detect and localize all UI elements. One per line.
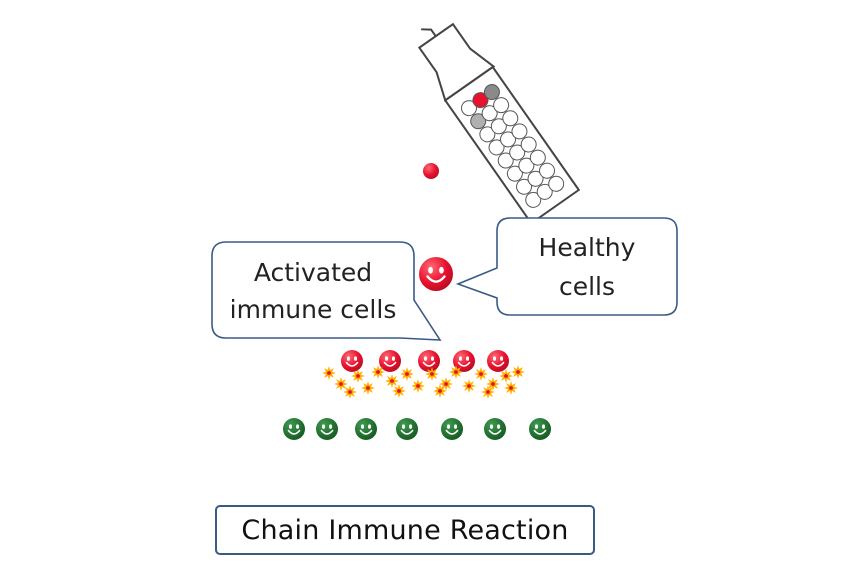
explosion-icon bbox=[499, 369, 513, 383]
explosion-icon bbox=[511, 365, 525, 379]
vial-cell bbox=[548, 175, 565, 192]
explosion-icon bbox=[474, 367, 488, 381]
explosion-icon bbox=[411, 379, 425, 393]
activated-cell-large bbox=[419, 257, 453, 291]
callout-healthy-line1: Healthy bbox=[539, 233, 636, 262]
callout-activated-line1: Activated bbox=[254, 258, 372, 287]
explosion-icon bbox=[392, 384, 406, 398]
vial-cell bbox=[511, 123, 528, 140]
healthy-cell bbox=[396, 418, 418, 440]
callout-healthy-line2: cells bbox=[559, 272, 615, 301]
explosion-icon bbox=[371, 365, 385, 379]
activated-cell bbox=[418, 350, 440, 372]
callout-activated-line2: immune cells bbox=[230, 295, 397, 324]
activated-cell bbox=[341, 350, 363, 372]
explosion-icon bbox=[400, 367, 414, 381]
healthy-cell bbox=[441, 418, 463, 440]
explosion-icon bbox=[504, 381, 518, 395]
explosion-icon bbox=[385, 374, 399, 388]
vial-cell bbox=[502, 110, 519, 127]
callout-healthy: Healthy cells bbox=[455, 217, 678, 316]
explosion-icon bbox=[351, 369, 365, 383]
explosion-icon bbox=[322, 366, 336, 380]
explosion-icon bbox=[486, 377, 500, 391]
caption-text: Chain Immune Reaction bbox=[241, 514, 569, 546]
explosion-icon bbox=[343, 385, 357, 399]
explosion-icon bbox=[449, 365, 463, 379]
red-droplet bbox=[423, 163, 439, 179]
explosion-icon bbox=[334, 377, 348, 391]
cells-layer bbox=[283, 257, 551, 440]
explosion-icon bbox=[433, 384, 447, 398]
explosion-icon bbox=[481, 385, 495, 399]
explosion-icon bbox=[425, 367, 439, 381]
callout-activated: Activated immune cells bbox=[211, 241, 442, 341]
healthy-cell bbox=[316, 418, 338, 440]
caption-box: Chain Immune Reaction bbox=[215, 505, 595, 555]
activated-cell bbox=[379, 350, 401, 372]
explosion-icon bbox=[361, 381, 375, 395]
healthy-cell bbox=[283, 418, 305, 440]
vial-cell bbox=[529, 149, 546, 166]
explosion-icon bbox=[462, 379, 476, 393]
activated-cell bbox=[453, 350, 475, 372]
vial-cell bbox=[539, 162, 556, 179]
healthy-cell bbox=[484, 418, 506, 440]
healthy-cell bbox=[529, 418, 551, 440]
syringe-icon bbox=[417, 22, 581, 225]
vial-cell bbox=[483, 84, 500, 101]
healthy-cell bbox=[355, 418, 377, 440]
vial-cell bbox=[493, 97, 510, 114]
activated-cell bbox=[487, 350, 509, 372]
vial-cell bbox=[520, 136, 537, 153]
